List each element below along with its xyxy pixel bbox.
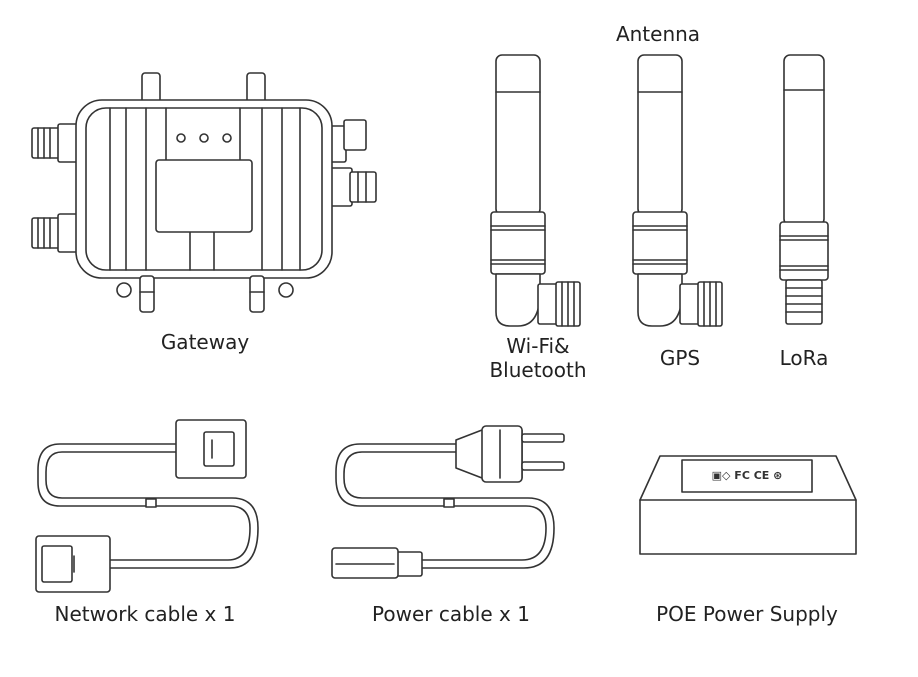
gateway-illustration [31, 72, 377, 313]
power-cable-illustration [331, 425, 565, 579]
wifi-bluetooth-label-line2: Bluetooth [489, 358, 587, 382]
poe-certification-marks: ▣◇ FC CE ⊛ [711, 469, 783, 482]
network-cable-label: Network cable x 1 [54, 602, 236, 626]
antenna-gps [632, 54, 723, 327]
power-cable-label: Power cable x 1 [372, 602, 530, 626]
poe-power-supply-illustration [639, 455, 857, 555]
gateway-left-connector-bottom [31, 213, 81, 253]
lora-label: LoRa [779, 346, 829, 370]
gateway-left-connector-top [31, 123, 81, 163]
antenna-lora [779, 54, 829, 325]
antenna-wifi-bluetooth [490, 54, 581, 327]
gps-label: GPS [659, 346, 701, 370]
network-cable-illustration [35, 419, 259, 593]
gateway-label: Gateway [160, 330, 250, 354]
antenna-group-label: Antenna [615, 22, 701, 46]
poe-supply-label: POE Power Supply [656, 602, 838, 626]
wifi-bluetooth-label-line1: Wi-Fi& [506, 334, 570, 358]
